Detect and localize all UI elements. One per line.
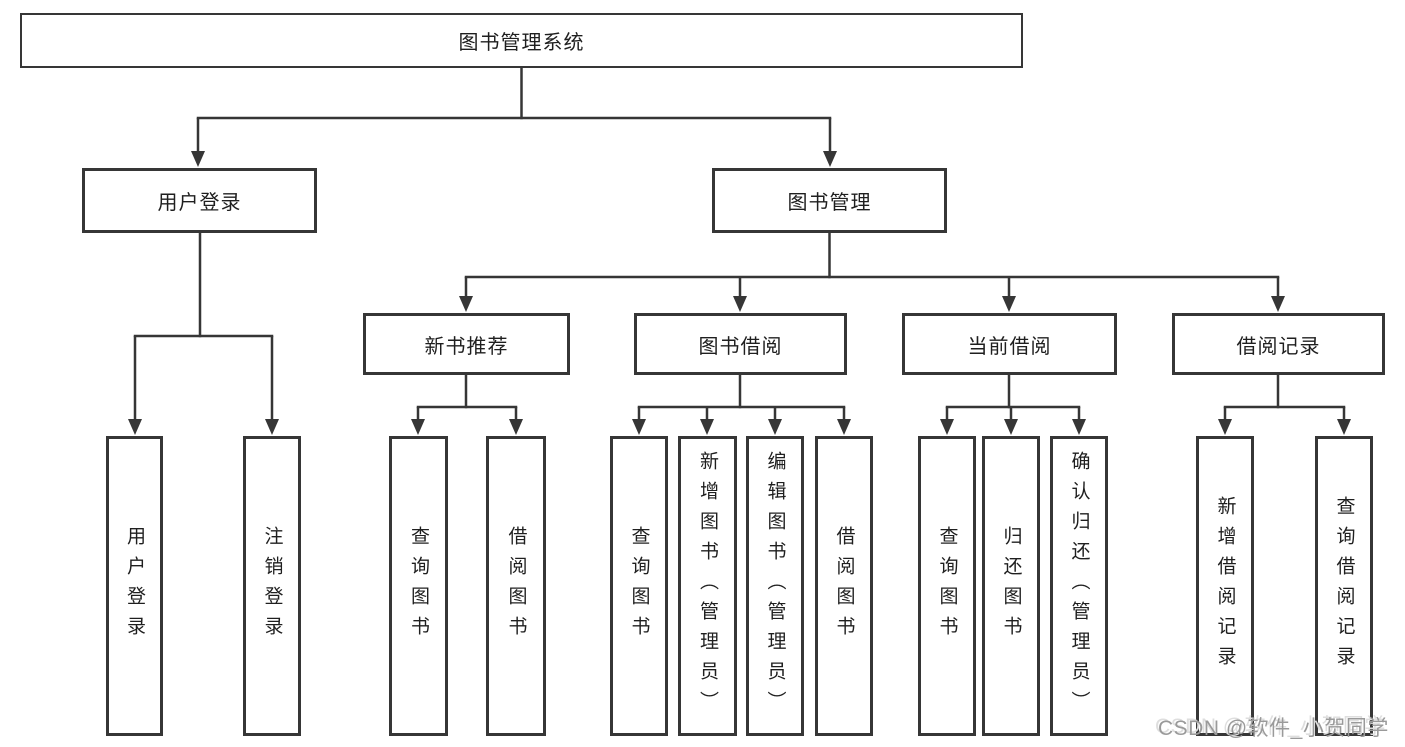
connector: [191, 68, 837, 167]
arrowhead-icon: [733, 296, 747, 312]
arrowhead-icon: [265, 419, 279, 435]
arrowhead-icon: [632, 419, 646, 435]
connector: [940, 375, 1086, 435]
arrowhead-icon: [411, 419, 425, 435]
arrowhead-icon: [940, 419, 954, 435]
connector: [459, 233, 1285, 312]
arrowhead-icon: [768, 419, 782, 435]
node-v-confirm-return: 确认归还（管理员）: [1050, 436, 1108, 736]
arrowhead-icon: [823, 151, 837, 167]
arrowhead-icon: [459, 296, 473, 312]
node-root: 图书管理系统: [20, 13, 1023, 68]
node-user-login: 用户登录: [82, 168, 317, 233]
node-borrow-records: 借阅记录: [1172, 313, 1385, 375]
watermark: CSDN @软件_小贺同学: [1158, 717, 1389, 740]
node-v-user-login: 用户登录: [106, 436, 163, 736]
node-current-borrow: 当前借阅: [902, 313, 1117, 375]
node-book-mgmt: 图书管理: [712, 168, 947, 233]
arrowhead-icon: [837, 419, 851, 435]
node-v-edit-book: 编辑图书（管理员）: [746, 436, 804, 736]
arrowhead-icon: [1218, 419, 1232, 435]
connector: [632, 375, 851, 435]
connector: [411, 375, 523, 435]
arrowhead-icon: [509, 419, 523, 435]
node-v-borrow-book-1: 借阅图书: [486, 436, 546, 736]
arrowhead-icon: [128, 419, 142, 435]
node-v-query-borrow-record: 查询借阅记录: [1315, 436, 1373, 736]
connector: [1218, 375, 1351, 435]
connector: [128, 233, 279, 435]
node-v-borrow-book-2: 借阅图书: [815, 436, 873, 736]
arrowhead-icon: [1002, 296, 1016, 312]
arrowhead-icon: [1271, 296, 1285, 312]
node-new-book-rec: 新书推荐: [363, 313, 570, 375]
arrowhead-icon: [1337, 419, 1351, 435]
arrowhead-icon: [1072, 419, 1086, 435]
node-book-borrow: 图书借阅: [634, 313, 847, 375]
node-v-query-book-2: 查询图书: [610, 436, 668, 736]
node-v-add-book: 新增图书（管理员）: [678, 436, 737, 736]
arrowhead-icon: [1004, 419, 1018, 435]
arrowhead-icon: [700, 419, 714, 435]
arrowhead-icon: [191, 151, 205, 167]
node-v-return-book: 归还图书: [982, 436, 1040, 736]
node-v-logout: 注销登录: [243, 436, 301, 736]
node-v-query-book-1: 查询图书: [389, 436, 448, 736]
node-v-query-book-3: 查询图书: [918, 436, 976, 736]
node-v-add-borrow-record: 新增借阅记录: [1196, 436, 1254, 736]
